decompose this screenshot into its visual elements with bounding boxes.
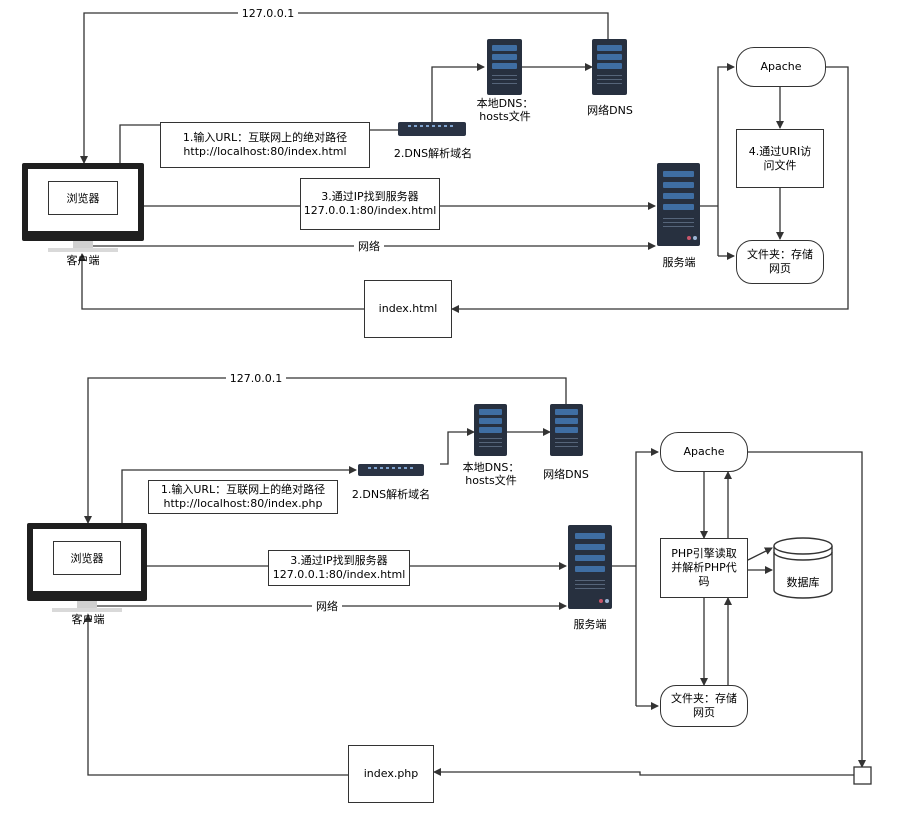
server-label-2: 服务端 (573, 618, 607, 631)
client-to-url-line-1 (119, 124, 160, 163)
result-box-2: index.php (348, 745, 434, 803)
local-dns-label-2: 本地DNS： hosts文件 (462, 461, 520, 487)
browser-box-2: 浏览器 (53, 541, 121, 575)
result-to-client-line-2 (84, 614, 348, 776)
database-label-2: 数据库 (786, 576, 820, 589)
result-box-1: index.html (364, 280, 452, 338)
localhost-label-2: 127.0.0.1 (226, 372, 286, 385)
folder-box-2: 文件夹：存储 网页 (660, 685, 748, 727)
network-dns-server-icon-1 (592, 39, 627, 95)
router-icon-1 (398, 122, 466, 136)
client-label-2: 客户端 (71, 613, 105, 626)
find-server-box-1: 3.通过IP找到服务器 127.0.0.1:80/index.html (300, 178, 440, 230)
apache-box-2: Apache (660, 432, 748, 472)
input-url-box-2: 1.输入URL：互联网上的绝对路径 http://localhost:80/in… (148, 480, 338, 514)
php-engine-box-2: PHP引擎读取 并解析PHP代 码 (660, 538, 748, 598)
apache-return-line-1 (451, 66, 849, 313)
database-icon (773, 537, 833, 599)
php-to-db-line-2 (739, 547, 773, 567)
folder-box-1: 文件夹：存储 网页 (736, 240, 824, 284)
bracket-line-2 (635, 448, 659, 706)
network-dns-server-icon-2 (550, 404, 583, 456)
apache-box-1: Apache (736, 47, 826, 87)
junction-to-result-line-2 (433, 768, 854, 776)
dns-resolve-label-1: 2.DNS解析域名 (393, 147, 473, 160)
bracket-line-1 (717, 63, 735, 256)
server-icon-1 (657, 163, 700, 246)
client-to-url-line-2 (121, 466, 357, 523)
browser-box-1: 浏览器 (48, 181, 118, 215)
network-dns-label-1: 网络DNS (587, 104, 633, 117)
network-label-1: 网络 (354, 240, 384, 253)
access-file-box-1: 4.通过URI访 问文件 (736, 129, 824, 188)
input-url-box-1: 1.输入URL：互联网上的绝对路径 http://localhost:80/in… (160, 122, 370, 168)
client-monitor-1: 浏览器 (22, 163, 144, 241)
localhost-return-line-1 (80, 12, 609, 164)
dns-resolve-label-2: 2.DNS解析域名 (351, 488, 431, 501)
localhost-return-line-2 (84, 377, 567, 524)
local-dns-server-icon-1 (487, 39, 522, 95)
local-dns-server-icon-2 (474, 404, 507, 456)
find-server-box-2: 3.通过IP找到服务器 127.0.0.1:80/index.html (268, 550, 410, 586)
client-monitor-2: 浏览器 (27, 523, 147, 601)
junction-node (853, 766, 872, 785)
server-icon-2 (568, 525, 612, 609)
local-dns-label-1: 本地DNS： hosts文件 (476, 97, 534, 123)
router-to-localdns-line-1 (431, 63, 485, 122)
network-label-2: 网络 (312, 600, 342, 613)
router-to-localdns-line-2 (440, 428, 475, 465)
router-icon-2 (358, 464, 424, 476)
network-dns-label-2: 网络DNS (543, 468, 589, 481)
server-label-1: 服务端 (662, 256, 696, 269)
localhost-label-1: 127.0.0.1 (238, 7, 298, 20)
client-label-1: 客户端 (66, 254, 100, 267)
apache-return-line-2 (748, 451, 866, 768)
result-to-client-line-1 (78, 253, 364, 310)
